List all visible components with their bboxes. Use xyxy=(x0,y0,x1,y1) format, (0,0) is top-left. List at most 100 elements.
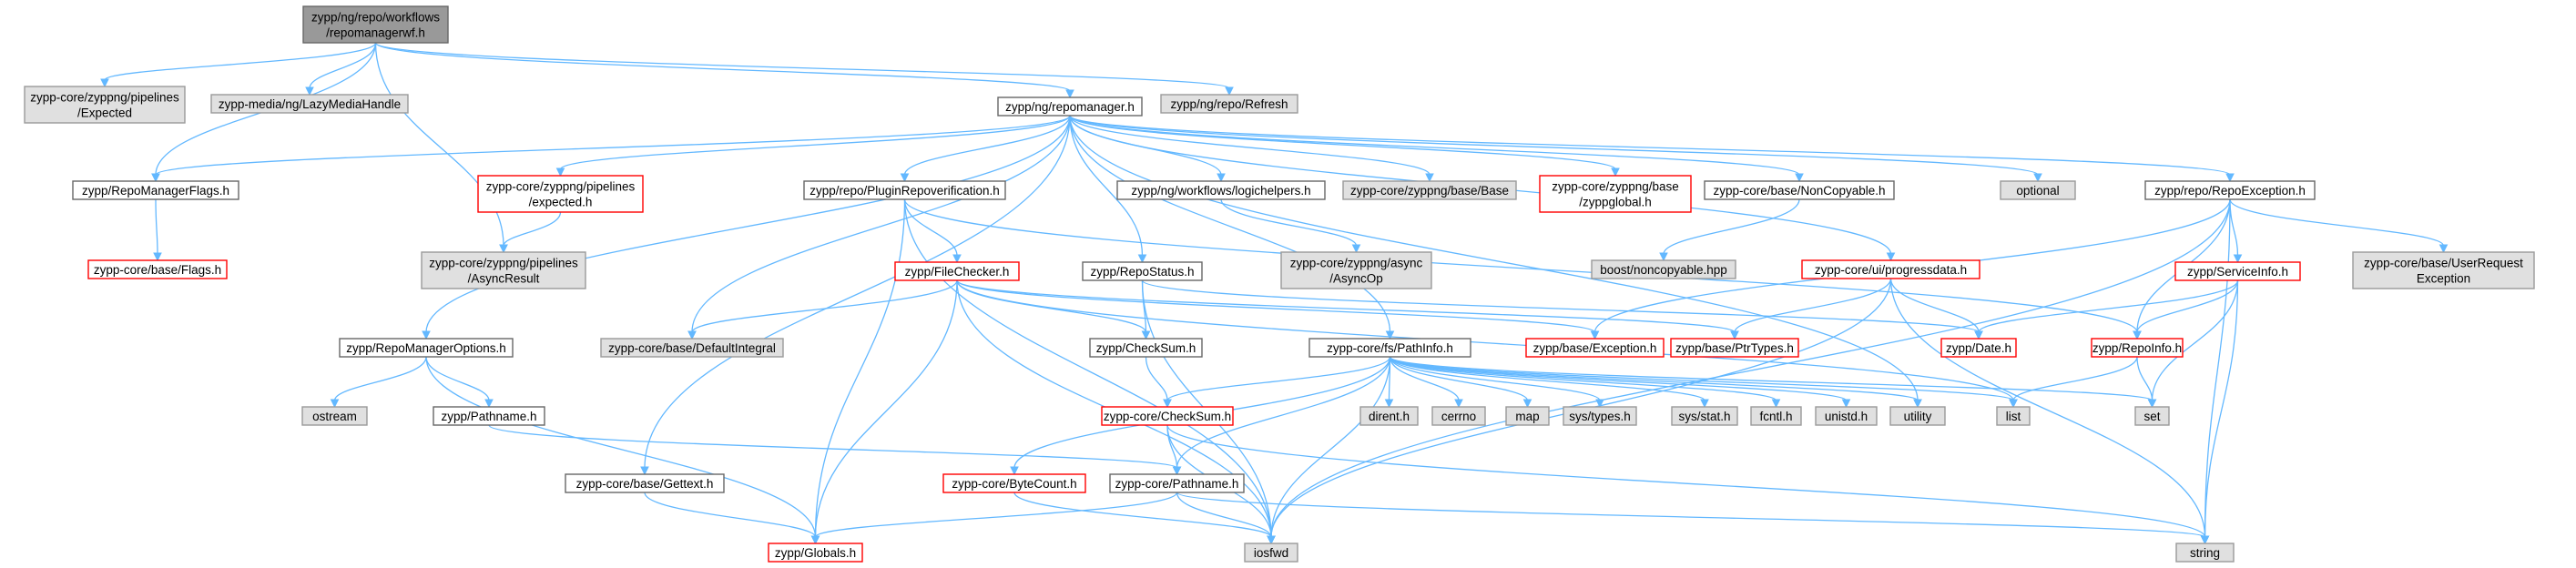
node-box xyxy=(997,96,1143,117)
edge-rmflags-to-flags xyxy=(153,198,162,262)
node-box xyxy=(2000,180,2076,200)
node-box xyxy=(1280,251,1432,289)
node-noncopy[interactable]: zypp-core/base/NonCopyable.h xyxy=(1704,180,1895,200)
node-rmopts[interactable]: zypp/RepoManagerOptions.h xyxy=(339,338,514,358)
edge-repomgr-to-repostat xyxy=(1069,115,1147,264)
node-ptrtypes[interactable]: zypp/base/PtrTypes.h xyxy=(1670,338,1799,358)
node-sysstat: sys/stat.h xyxy=(1671,406,1738,426)
node-label: zypp-core/base/UserRequest xyxy=(2364,257,2523,270)
node-box xyxy=(2134,406,2170,426)
node-label: string xyxy=(2190,546,2220,560)
edge-filechk-to-globals xyxy=(810,279,958,545)
node-optional: optional xyxy=(2000,180,2076,200)
node-box xyxy=(1308,338,1471,358)
node-label: ostream xyxy=(312,410,357,423)
node-label: boost/noncopyable.hpp xyxy=(1600,263,1727,277)
node-repomgr[interactable]: zypp/ng/repomanager.h xyxy=(997,96,1143,117)
edge-root-to-asyncres xyxy=(374,42,508,254)
edge-root-to-repomgr xyxy=(374,42,1074,99)
node-label: zypp/RepoInfo.h xyxy=(2092,341,2182,355)
node-label: zypp-core/zyppng/base/Base xyxy=(1350,184,1509,198)
node-zyppglobal[interactable]: zypp-core/zyppng/base/zyppglobal.h xyxy=(1539,175,1692,213)
edge-repomgr-to-pathinfo xyxy=(1069,115,1395,340)
node-set: set xyxy=(2134,406,2170,426)
node-label: zypp/RepoManagerFlags.h xyxy=(82,184,229,198)
node-box xyxy=(1431,406,1486,426)
node-box xyxy=(1889,406,1946,426)
node-checksum[interactable]: zypp/CheckSum.h xyxy=(1089,338,1203,358)
node-progress[interactable]: zypp-core/ui/progressdata.h xyxy=(1801,259,1980,279)
node-flags[interactable]: zypp-core/base/Flags.h xyxy=(87,259,228,279)
node-label: iosfwd xyxy=(1254,546,1288,560)
edge-repomgr-to-pluginrv xyxy=(900,115,1071,183)
node-box xyxy=(1101,406,1234,426)
node-pluginrv[interactable]: zypp/repo/PluginRepoverification.h xyxy=(803,180,1006,200)
node-dirent: dirent.h xyxy=(1359,406,1419,426)
node-globals[interactable]: zypp/Globals.h xyxy=(768,543,863,563)
node-label: zypp-core/zyppng/pipelines xyxy=(486,180,636,194)
node-defint: zypp-core/base/DefaultIntegral xyxy=(600,338,784,358)
node-serviceinfo[interactable]: zypp/ServiceInfo.h xyxy=(2174,261,2301,281)
edge-root-to-refresh xyxy=(374,42,1234,96)
edge-repomgr-to-gettext xyxy=(640,115,1071,476)
node-pathname_c[interactable]: zypp-core/Pathname.h xyxy=(1109,473,1245,493)
edge-repomgr-to-expected_h xyxy=(555,115,1071,178)
edge-pluginrv-to-globals xyxy=(810,198,906,545)
node-box xyxy=(421,251,586,289)
node-exception[interactable]: zypp/base/Exception.h xyxy=(1525,338,1665,358)
node-label: zypp-core/Pathname.h xyxy=(1115,477,1239,491)
node-repoexc[interactable]: zypp/repo/RepoException.h xyxy=(2144,180,2316,200)
node-label: zypp-core/ByteCount.h xyxy=(952,477,1076,491)
edge-repomgr-to-noncopy xyxy=(1069,115,1804,183)
node-unistd: unistd.h xyxy=(1815,406,1878,426)
node-expected_h[interactable]: zypp-core/zyppng/pipelines/expected.h xyxy=(477,175,644,213)
node-gettext[interactable]: zypp-core/base/Gettext.h xyxy=(565,473,725,493)
node-pathinfo[interactable]: zypp-core/fs/PathInfo.h xyxy=(1308,338,1471,358)
node-box xyxy=(2174,261,2301,281)
node-map: map xyxy=(1505,406,1550,426)
node-filechk[interactable]: zypp/FileChecker.h xyxy=(894,261,1020,281)
node-asyncres: zypp-core/zyppng/pipelines/AsyncResult xyxy=(421,251,586,289)
node-repoinfo[interactable]: zypp/RepoInfo.h xyxy=(2091,338,2184,358)
node-box xyxy=(565,473,725,493)
nodes-layer: zypp/ng/repo/workflows/repomanagerwf.h zy… xyxy=(24,5,2535,563)
node-cerrno: cerrno xyxy=(1431,406,1486,426)
node-box xyxy=(894,261,1020,281)
node-label: optional xyxy=(2016,184,2059,198)
node-label: /expected.h xyxy=(529,196,593,209)
node-box xyxy=(1082,261,1203,281)
node-date[interactable]: zypp/Date.h xyxy=(1940,338,2017,358)
edge-bytecount-to-iosfwd xyxy=(1013,492,1276,545)
node-label: zypp/RepoStatus.h xyxy=(1090,265,1194,279)
node-label: zypp-core/base/DefaultIntegral xyxy=(608,341,776,355)
node-box xyxy=(1563,406,1637,426)
node-label: zypp/ng/workflows/logichelpers.h xyxy=(1131,184,1310,198)
edge-repomgr-to-basebase xyxy=(1069,115,1434,183)
edge-noncopy-to-boostnc xyxy=(1659,198,1800,262)
node-box xyxy=(1244,543,1298,563)
node-box xyxy=(477,175,644,213)
node-label: zypp/Globals.h xyxy=(775,546,856,560)
edge-root-to-pexp xyxy=(100,42,377,88)
node-label: zypp-core/base/Gettext.h xyxy=(576,477,714,491)
node-root[interactable]: zypp/ng/repo/workflows/repomanagerwf.h xyxy=(302,5,449,44)
node-box xyxy=(1940,338,2017,358)
node-logichelp[interactable]: zypp/ng/workflows/logichelpers.h xyxy=(1116,180,1326,200)
edge-pathinfo-to-set xyxy=(1389,356,2157,409)
node-box xyxy=(942,473,1086,493)
node-bytecount[interactable]: zypp-core/ByteCount.h xyxy=(942,473,1086,493)
edge-logichelp-to-asyncop xyxy=(1220,198,1361,254)
node-rmflags[interactable]: zypp/RepoManagerFlags.h xyxy=(72,180,239,200)
edge-pathinfo-to-unistd xyxy=(1389,356,1851,409)
edge-repomgr-to-optional xyxy=(1069,115,2042,183)
edge-serviceinfo-to-date xyxy=(1974,279,2239,340)
node-pathname_z[interactable]: zypp/Pathname.h xyxy=(433,406,545,426)
node-checksum_c[interactable]: zypp-core/CheckSum.h xyxy=(1101,406,1234,426)
node-basebase: zypp-core/zyppng/base/Base xyxy=(1342,180,1517,200)
node-label: zypp-core/base/Flags.h xyxy=(94,263,221,277)
node-box xyxy=(768,543,863,563)
node-label: map xyxy=(1515,410,1539,423)
node-box xyxy=(1160,94,1298,114)
node-repostat[interactable]: zypp/RepoStatus.h xyxy=(1082,261,1203,281)
